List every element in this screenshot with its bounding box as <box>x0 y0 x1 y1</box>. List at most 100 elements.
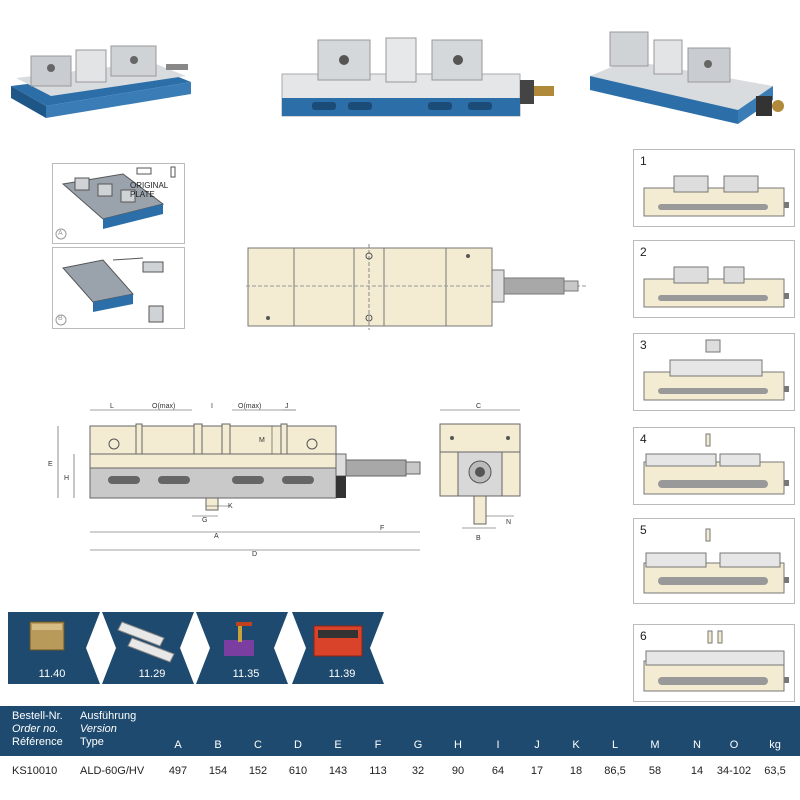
config-4-illustration <box>643 433 789 495</box>
accessory-item[interactable]: 11.35 <box>196 612 296 684</box>
spec-table: Bestell-Nr. Order no. Référence Ausführu… <box>0 706 800 800</box>
accessory-label: 11.40 <box>38 668 66 680</box>
dim-label-I: I <box>211 403 213 410</box>
cell-value: 18 <box>569 765 583 777</box>
config-box-2: 2 <box>633 240 795 318</box>
cell-value: 497 <box>168 765 188 777</box>
spec-table-header: Bestell-Nr. Order no. Référence Ausführu… <box>0 706 800 756</box>
cell-value: 143 <box>328 765 348 777</box>
vise-side-view-drawing: C B N <box>439 403 521 542</box>
config-number: 5 <box>640 523 647 537</box>
col-header: F <box>374 739 382 751</box>
dim-label-M: M <box>259 437 265 444</box>
config-box-5: 5 <box>633 518 795 604</box>
col-header: H <box>454 739 462 751</box>
cell-value: 14 <box>690 765 704 777</box>
accessory-label: 11.39 <box>328 668 356 680</box>
cell-value: 63,5 <box>764 765 786 777</box>
vise-top-view-drawing <box>246 244 586 330</box>
col-header: D <box>294 739 302 751</box>
option-a-badge: A <box>58 230 63 237</box>
accessory-item[interactable]: 11.29 <box>102 612 202 684</box>
header-version-de: Ausführung <box>80 710 137 722</box>
dim-label-B: B <box>476 535 481 542</box>
dim-label-F: F <box>380 525 384 532</box>
cell-value: 64 <box>491 765 505 777</box>
cell-value: 32 <box>411 765 425 777</box>
accessory-label: 11.35 <box>232 668 260 680</box>
option-b-illustration <box>55 257 164 326</box>
config-box-1: 1 <box>633 149 795 227</box>
vise-front-view-drawing: L O(max) I O(max) J M E H G K A D F <box>48 403 421 558</box>
col-header: B <box>214 739 222 751</box>
config-number: 2 <box>640 245 647 259</box>
cell-value: 152 <box>248 765 268 777</box>
col-header: K <box>572 739 580 751</box>
header-order-en: Order no. <box>12 723 59 735</box>
header-version-fr: Type <box>80 736 104 748</box>
dim-label-O-left: O(max) <box>152 403 175 410</box>
config-number: 3 <box>640 338 647 352</box>
config-box-3: 3 <box>633 333 795 411</box>
col-header: kg <box>769 739 781 751</box>
col-header: E <box>334 739 342 751</box>
col-header: L <box>611 739 619 751</box>
config-number: 6 <box>640 629 647 643</box>
accessory-item[interactable]: 11.39 <box>292 612 392 684</box>
config-3-illustration <box>643 339 789 401</box>
cell-value: 17 <box>530 765 544 777</box>
vise-photo-left <box>11 45 191 118</box>
header-version-en: Version <box>80 723 117 735</box>
col-header: O <box>729 739 739 751</box>
header-version: Ausführung Version Type <box>80 710 136 749</box>
option-b-box: B <box>52 247 185 329</box>
header-order-de: Bestell-Nr. <box>12 710 63 722</box>
vise-photo-center <box>281 37 554 117</box>
dim-label-G: G <box>202 517 207 524</box>
accessory-chevron <box>292 612 384 684</box>
table-row: KS10010 ALD-60G/HV 497 154 152 610 143 1… <box>0 756 800 786</box>
dim-label-H: H <box>64 475 69 482</box>
config-box-4: 4 <box>633 427 795 505</box>
dim-label-K: K <box>228 503 233 510</box>
col-header: J <box>534 739 540 751</box>
option-a-illustration <box>55 166 176 240</box>
dim-label-E: E <box>48 461 53 468</box>
cell-value: 90 <box>451 765 465 777</box>
dim-label-D: D <box>252 551 257 558</box>
cell-value: 34-102 <box>716 765 752 777</box>
header-order-fr: Référence <box>12 736 63 748</box>
config-5-illustration <box>643 528 789 594</box>
col-header: C <box>254 739 262 751</box>
dim-label-N: N <box>506 519 511 526</box>
col-header: N <box>693 739 701 751</box>
cell-value: 610 <box>288 765 308 777</box>
cell-value: 113 <box>369 765 387 777</box>
option-a-box: ORIGINAL PLATE A <box>52 163 185 244</box>
col-header: M <box>650 739 660 751</box>
col-header: A <box>174 739 182 751</box>
dim-label-L: L <box>110 403 114 410</box>
dim-label-J: J <box>285 403 289 410</box>
cell-order-no: KS10010 <box>12 765 58 777</box>
header-order-no: Bestell-Nr. Order no. Référence <box>12 710 63 749</box>
col-header: G <box>413 739 423 751</box>
cell-value: 58 <box>648 765 662 777</box>
config-number: 1 <box>640 154 647 168</box>
config-box-6: 6 <box>633 624 795 702</box>
accessory-chevron <box>8 612 100 684</box>
accessory-chevron <box>196 612 288 684</box>
dim-label-C: C <box>476 403 481 410</box>
option-b-badge: B <box>58 315 63 322</box>
config-2-illustration <box>643 266 789 308</box>
dim-label-A: A <box>214 533 219 540</box>
config-6-illustration <box>643 630 789 692</box>
config-number: 4 <box>640 432 647 446</box>
cell-value: 86,5 <box>604 765 626 777</box>
col-header: I <box>496 739 500 751</box>
accessory-item[interactable]: 11.40 <box>8 612 108 684</box>
cell-value: 154 <box>208 765 228 777</box>
accessory-chevron <box>102 612 194 684</box>
original-plate-label: ORIGINAL PLATE <box>130 181 168 199</box>
accessory-label: 11.29 <box>138 668 166 680</box>
